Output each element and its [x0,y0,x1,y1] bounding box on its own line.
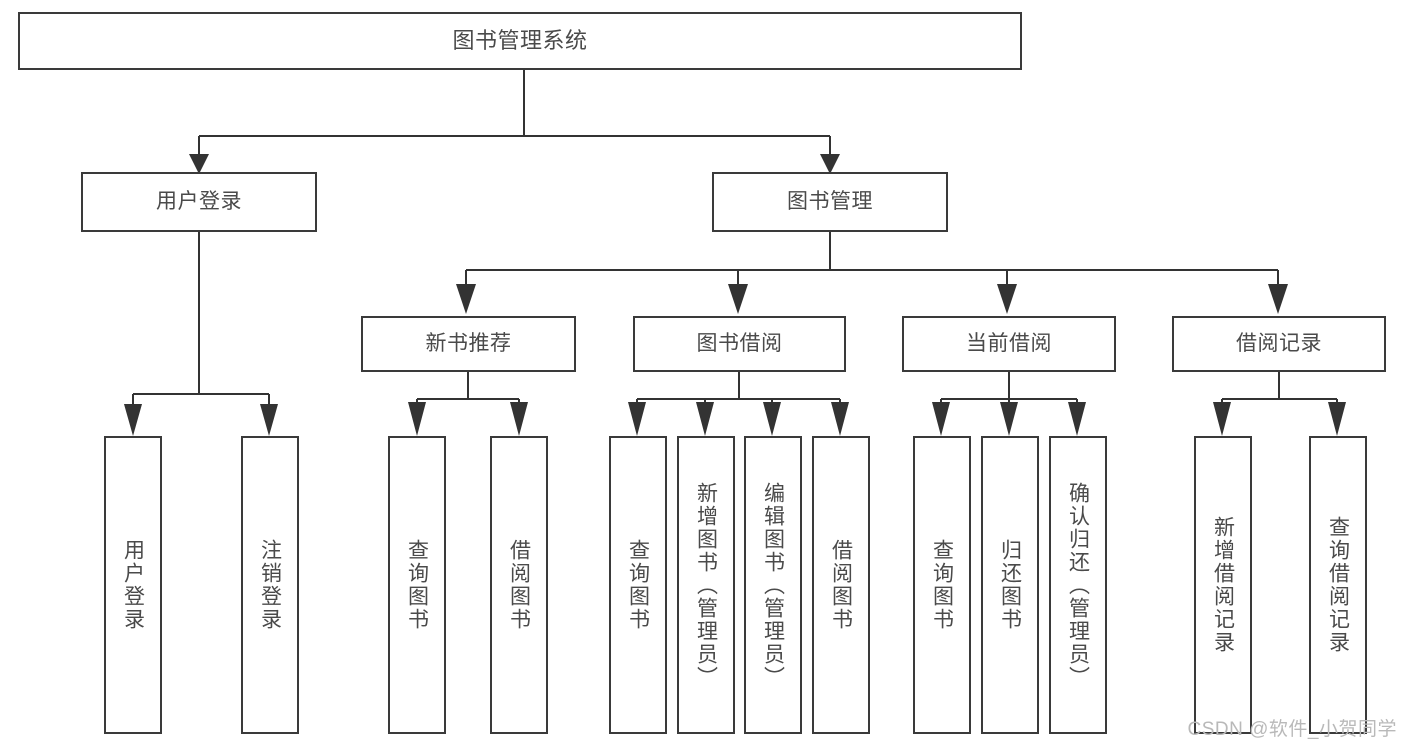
node-leaf-confirm-return-label: 确认归还（管理员） [1066,481,1090,689]
arrowhead-new-book-rec [456,284,476,314]
arrowhead-borrow-record [1268,284,1288,314]
csdn-watermark: CSDN @软件_小贺同学 [1187,719,1397,740]
arrowhead-leaf-2 [260,404,278,436]
node-leaf-edit-book[interactable]: 编辑图书（管理员） [744,436,802,734]
node-book-borrow-label: 图书借阅 [696,331,783,355]
node-root[interactable]: 图书管理系统 [18,12,1022,70]
arrowhead-leaf-11 [1068,402,1086,436]
arrowhead-leaf-7 [763,402,781,436]
node-user-login-label: 用户登录 [156,189,242,213]
arrowhead-book-borrow [728,284,748,314]
arrowhead-book-manage [820,154,840,174]
node-new-book-rec-label: 新书推荐 [425,331,512,355]
node-leaf-query-book-borrow[interactable]: 查询图书 [609,436,667,734]
node-leaf-confirm-return[interactable]: 确认归还（管理员） [1049,436,1107,734]
node-leaf-borrow-book-rec-label: 借阅图书 [507,539,531,631]
node-leaf-query-borrow-record-label: 查询借阅记录 [1326,516,1350,654]
node-leaf-query-book-current[interactable]: 查询图书 [913,436,971,734]
node-leaf-query-book-rec[interactable]: 查询图书 [388,436,446,734]
node-leaf-borrow-book-label: 借阅图书 [829,539,853,631]
arrowhead-leaf-12 [1213,402,1231,436]
arrowhead-leaf-5 [628,402,646,436]
arrowhead-leaf-6 [696,402,714,436]
node-book-borrow[interactable]: 图书借阅 [633,316,846,372]
node-leaf-user-login[interactable]: 用户登录 [104,436,162,734]
node-leaf-user-login-label: 用户登录 [121,539,145,631]
node-leaf-query-book-rec-label: 查询图书 [405,539,429,631]
node-leaf-add-borrow-record[interactable]: 新增借阅记录 [1194,436,1252,734]
node-leaf-query-book-current-label: 查询图书 [930,539,954,631]
arrowhead-leaf-1 [124,404,142,436]
node-leaf-logout[interactable]: 注销登录 [241,436,299,734]
node-leaf-logout-label: 注销登录 [258,539,282,631]
arrowhead-leaf-4 [510,402,528,436]
arrowhead-leaf-8 [831,402,849,436]
arrowhead-user-login [189,154,209,174]
node-leaf-query-book-borrow-label: 查询图书 [626,539,650,631]
node-leaf-add-borrow-record-label: 新增借阅记录 [1211,516,1235,654]
node-leaf-return-book-label: 归还图书 [998,539,1022,631]
node-user-login[interactable]: 用户登录 [81,172,317,232]
node-leaf-return-book[interactable]: 归还图书 [981,436,1039,734]
node-leaf-add-book[interactable]: 新增图书（管理员） [677,436,735,734]
arrowhead-leaf-10 [1000,402,1018,436]
node-book-manage[interactable]: 图书管理 [712,172,948,232]
node-leaf-edit-book-label: 编辑图书（管理员） [761,481,785,689]
arrowhead-leaf-13 [1328,402,1346,436]
node-borrow-record-label: 借阅记录 [1236,331,1322,355]
node-leaf-add-book-label: 新增图书（管理员） [694,481,718,689]
arrowhead-current-borrow [997,284,1017,314]
node-book-manage-label: 图书管理 [787,189,873,213]
node-new-book-rec[interactable]: 新书推荐 [361,316,576,372]
arrowhead-leaf-3 [408,402,426,436]
node-current-borrow-label: 当前借阅 [966,331,1052,355]
node-borrow-record[interactable]: 借阅记录 [1172,316,1386,372]
node-leaf-query-borrow-record[interactable]: 查询借阅记录 [1309,436,1367,734]
node-leaf-borrow-book[interactable]: 借阅图书 [812,436,870,734]
node-current-borrow[interactable]: 当前借阅 [902,316,1116,372]
arrowhead-leaf-9 [932,402,950,436]
node-leaf-borrow-book-rec[interactable]: 借阅图书 [490,436,548,734]
node-root-label: 图书管理系统 [452,28,588,54]
